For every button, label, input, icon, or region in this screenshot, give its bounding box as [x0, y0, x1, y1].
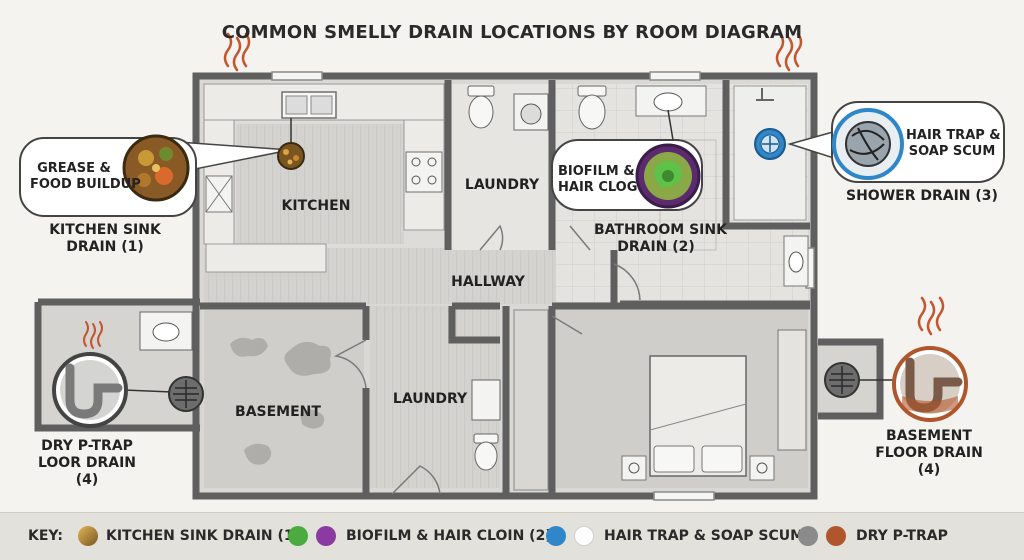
bedroom-fixtures [513, 309, 807, 491]
legend-item-kitchen: KITCHEN SINK DRAIN (1) [106, 528, 301, 544]
legend-key-label: KEY: [28, 528, 63, 544]
legend-swatch-ptrap-grey [798, 526, 818, 546]
basement-stains [230, 337, 331, 465]
bathroom-sink-label: BATHROOM SINK DRAIN (2) [594, 222, 727, 255]
kitchen-sink-label: KITCHEN SINK DRAIN (1) [49, 222, 161, 255]
legend-swatch-biofilm-green [288, 526, 308, 546]
legend-swatch-ptrap-rust [826, 526, 846, 546]
toilet-icon [473, 433, 499, 471]
smell-wave-icon-annex [83, 321, 103, 349]
legend-item-biofilm: BIOFILM & HAIR CLOIN (2) [346, 528, 552, 544]
sink-icon [281, 91, 337, 119]
smell-wave-icon-basement [917, 296, 945, 336]
room-label-hallway: HALLWAY [451, 274, 525, 290]
callout-floor-drain-left [52, 352, 204, 428]
upper-laundry-fixtures [467, 85, 549, 131]
walls [34, 72, 884, 500]
kitchen-sink-bubble-text: GREASE & FOOD BUILDUP [30, 161, 141, 192]
annex-sink-icon [139, 311, 193, 351]
p-trap-icon [892, 346, 968, 422]
kitchen-fixtures [203, 83, 445, 273]
callout-shower [754, 101, 1005, 183]
callout-kitchen-sink [19, 118, 305, 217]
drain-grate-icon [277, 142, 305, 170]
shower-bubble-text: HAIR TRAP & SOAP SCUM [906, 128, 1001, 159]
bed-icon [649, 355, 747, 477]
doors [333, 224, 641, 495]
lower-laundry-fixtures [471, 379, 501, 471]
stove-icon [405, 151, 443, 193]
washer-icon [513, 93, 549, 131]
floor-drain-right-label: BASEMENT FLOOR DRAIN (4) [875, 428, 983, 478]
drain-grate-icon [824, 362, 860, 398]
callout-floor-drain-right [824, 346, 968, 422]
room-label-laundry-lower: LAUNDRY [392, 391, 468, 407]
sink-icon [635, 85, 707, 117]
drain-grate-icon [168, 376, 204, 412]
legend: KEY: KITCHEN SINK DRAIN (1) BIOFILM & HA… [0, 512, 1024, 560]
room-label-laundry-upper: LAUNDRY [464, 177, 540, 193]
floor-drain-left-label: DRY P-TRAP LOOR DRAIN (4) [37, 438, 137, 488]
legend-swatch-shower-white [574, 526, 594, 546]
legend-swatch-kitchen [78, 526, 98, 546]
page-title: COMMON SMELLY DRAIN LOCATIONS BY ROOM DI… [221, 22, 803, 43]
smell-wave-icon-title-right [775, 32, 803, 72]
legend-item-shower: HAIR TRAP & SOAP SCUM [604, 528, 805, 544]
legend-item-ptrap: DRY P-TRAP [856, 528, 948, 544]
room-label-kitchen: KITCHEN [281, 198, 351, 214]
shower-label: SHOWER DRAIN (3) [846, 188, 998, 204]
room-label-basement: BASEMENT [235, 404, 321, 420]
callout-bathroom-sink [551, 109, 703, 211]
legend-swatch-shower-blue [546, 526, 566, 546]
bathroom-sink-bubble-text: BIOFILM & HAIR CLOG [558, 164, 638, 195]
toilet-icon [467, 85, 495, 129]
drain-grate-icon [754, 128, 786, 160]
legend-swatch-biofilm-purple [316, 526, 336, 546]
p-trap-icon [52, 352, 128, 428]
smell-wave-icon-title-left [223, 32, 251, 72]
toilet-icon [577, 85, 607, 130]
